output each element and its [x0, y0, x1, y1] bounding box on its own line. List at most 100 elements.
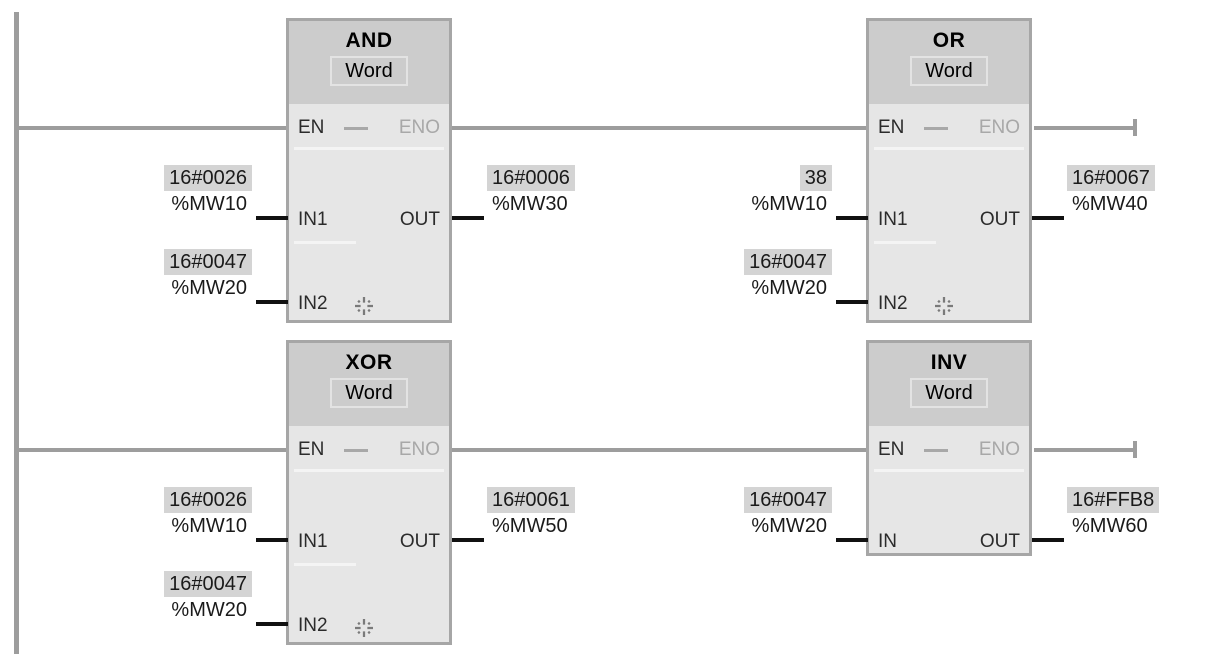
xor-en-label: EN [298, 439, 325, 460]
inv-out-wire [1032, 538, 1064, 542]
xor-in2-operand[interactable]: 16#0047 %MW20 [86, 571, 252, 624]
xor-in1-value[interactable]: 16#0026 [164, 487, 252, 513]
and-en-label: EN [298, 117, 325, 138]
inv-out-operand[interactable]: 16#FFB8 %MW60 [1067, 487, 1223, 540]
xor-block-header: XOR Word [289, 343, 449, 426]
inv-en-label: EN [878, 439, 905, 460]
xor-out-wire [452, 538, 484, 542]
or-in2-wire [836, 300, 868, 304]
or-block[interactable]: OR Word EN ENO IN1 OUT IN2 [866, 18, 1032, 323]
and-out-address[interactable]: %MW30 [492, 193, 568, 215]
xor-in2-overload-icon[interactable] [355, 619, 373, 637]
xor-block[interactable]: XOR Word EN ENO IN1 OUT IN2 [286, 340, 452, 645]
and-in2-label: IN2 [298, 293, 328, 314]
or-in1-operand[interactable]: 38 %MW10 [666, 165, 832, 218]
rung-1-end-tick [1133, 119, 1137, 136]
and-in2-overload-icon[interactable] [355, 297, 373, 315]
or-out-wire [1032, 216, 1064, 220]
inv-in-address[interactable]: %MW20 [751, 515, 827, 537]
or-in1-address[interactable]: %MW10 [751, 193, 827, 215]
or-eno-label: ENO [978, 117, 1020, 138]
rung-2-line-right [1034, 448, 1137, 452]
and-out-label: OUT [399, 209, 440, 230]
and-block[interactable]: AND Word EN ENO IN1 OUT IN2 [286, 18, 452, 323]
xor-in1-operand[interactable]: 16#0026 %MW10 [86, 487, 252, 540]
xor-in1-label: IN1 [298, 531, 328, 552]
and-separator-2 [294, 241, 356, 244]
or-in2-overload-icon[interactable] [935, 297, 953, 315]
or-in2-address[interactable]: %MW20 [751, 277, 827, 299]
and-block-type[interactable]: Word [330, 56, 408, 86]
or-in1-label: IN1 [878, 209, 908, 230]
rung-1-line-right [1034, 126, 1137, 130]
and-en-eno-dash [344, 127, 368, 130]
xor-in2-label: IN2 [298, 615, 328, 636]
and-out-operand[interactable]: 16#0006 %MW30 [487, 165, 677, 218]
or-out-value[interactable]: 16#0067 [1067, 165, 1155, 191]
rung-2-line-mid [450, 448, 870, 452]
xor-in1-address[interactable]: %MW10 [171, 515, 247, 537]
or-in1-wire [836, 216, 868, 220]
xor-en-eno-dash [344, 449, 368, 452]
and-in1-value[interactable]: 16#0026 [164, 165, 252, 191]
xor-out-label: OUT [399, 531, 440, 552]
xor-block-type[interactable]: Word [330, 378, 408, 408]
and-block-header: AND Word [289, 21, 449, 104]
rung-1-line-left [14, 126, 288, 130]
and-out-wire [452, 216, 484, 220]
inv-eno-label: ENO [978, 439, 1020, 460]
inv-block-header: INV Word [869, 343, 1029, 426]
xor-out-address[interactable]: %MW50 [492, 515, 568, 537]
inv-block-title: INV [930, 351, 968, 374]
xor-block-title: XOR [345, 351, 393, 374]
xor-in2-value[interactable]: 16#0047 [164, 571, 252, 597]
rung-2-line-left [14, 448, 288, 452]
or-block-type[interactable]: Word [910, 56, 988, 86]
or-in1-value[interactable]: 38 [799, 165, 832, 191]
xor-out-value[interactable]: 16#0061 [487, 487, 575, 513]
or-in2-value[interactable]: 16#0047 [744, 249, 832, 275]
and-in2-operand[interactable]: 16#0047 %MW20 [86, 249, 252, 302]
and-out-value[interactable]: 16#0006 [487, 165, 575, 191]
xor-in1-wire [256, 538, 288, 542]
inv-in-label: IN [878, 531, 897, 552]
inv-block-type[interactable]: Word [910, 378, 988, 408]
or-en-eno-dash [924, 127, 948, 130]
and-in2-value[interactable]: 16#0047 [164, 249, 252, 275]
and-in1-address[interactable]: %MW10 [171, 193, 247, 215]
rung-2-end-tick [1133, 441, 1137, 458]
or-out-address[interactable]: %MW40 [1072, 193, 1148, 215]
or-out-operand[interactable]: 16#0067 %MW40 [1067, 165, 1223, 218]
and-in1-operand[interactable]: 16#0026 %MW10 [86, 165, 252, 218]
or-block-header: OR Word [869, 21, 1029, 104]
xor-in2-address[interactable]: %MW20 [171, 599, 247, 621]
or-in2-label: IN2 [878, 293, 908, 314]
xor-header-separator-1 [294, 469, 444, 472]
left-power-rail [14, 12, 19, 654]
inv-in-wire [836, 538, 868, 542]
xor-out-operand[interactable]: 16#0061 %MW50 [487, 487, 677, 540]
inv-header-separator-1 [874, 469, 1024, 472]
and-eno-label: ENO [398, 117, 440, 138]
or-header-separator-1 [874, 147, 1024, 150]
or-block-title: OR [932, 29, 966, 52]
inv-in-operand[interactable]: 16#0047 %MW20 [666, 487, 832, 540]
xor-in2-wire [256, 622, 288, 626]
and-in1-label: IN1 [298, 209, 328, 230]
xor-separator-2 [294, 563, 356, 566]
inv-out-label: OUT [979, 531, 1020, 552]
and-block-title: AND [345, 29, 393, 52]
xor-eno-label: ENO [398, 439, 440, 460]
and-in2-address[interactable]: %MW20 [171, 277, 247, 299]
or-separator-2 [874, 241, 936, 244]
and-header-separator-1 [294, 147, 444, 150]
or-in2-operand[interactable]: 16#0047 %MW20 [666, 249, 832, 302]
inv-block[interactable]: INV Word EN ENO IN OUT [866, 340, 1032, 556]
inv-in-value[interactable]: 16#0047 [744, 487, 832, 513]
or-out-label: OUT [979, 209, 1020, 230]
and-in2-wire [256, 300, 288, 304]
inv-out-address[interactable]: %MW60 [1072, 515, 1148, 537]
inv-out-value[interactable]: 16#FFB8 [1067, 487, 1160, 513]
inv-en-eno-dash [924, 449, 948, 452]
